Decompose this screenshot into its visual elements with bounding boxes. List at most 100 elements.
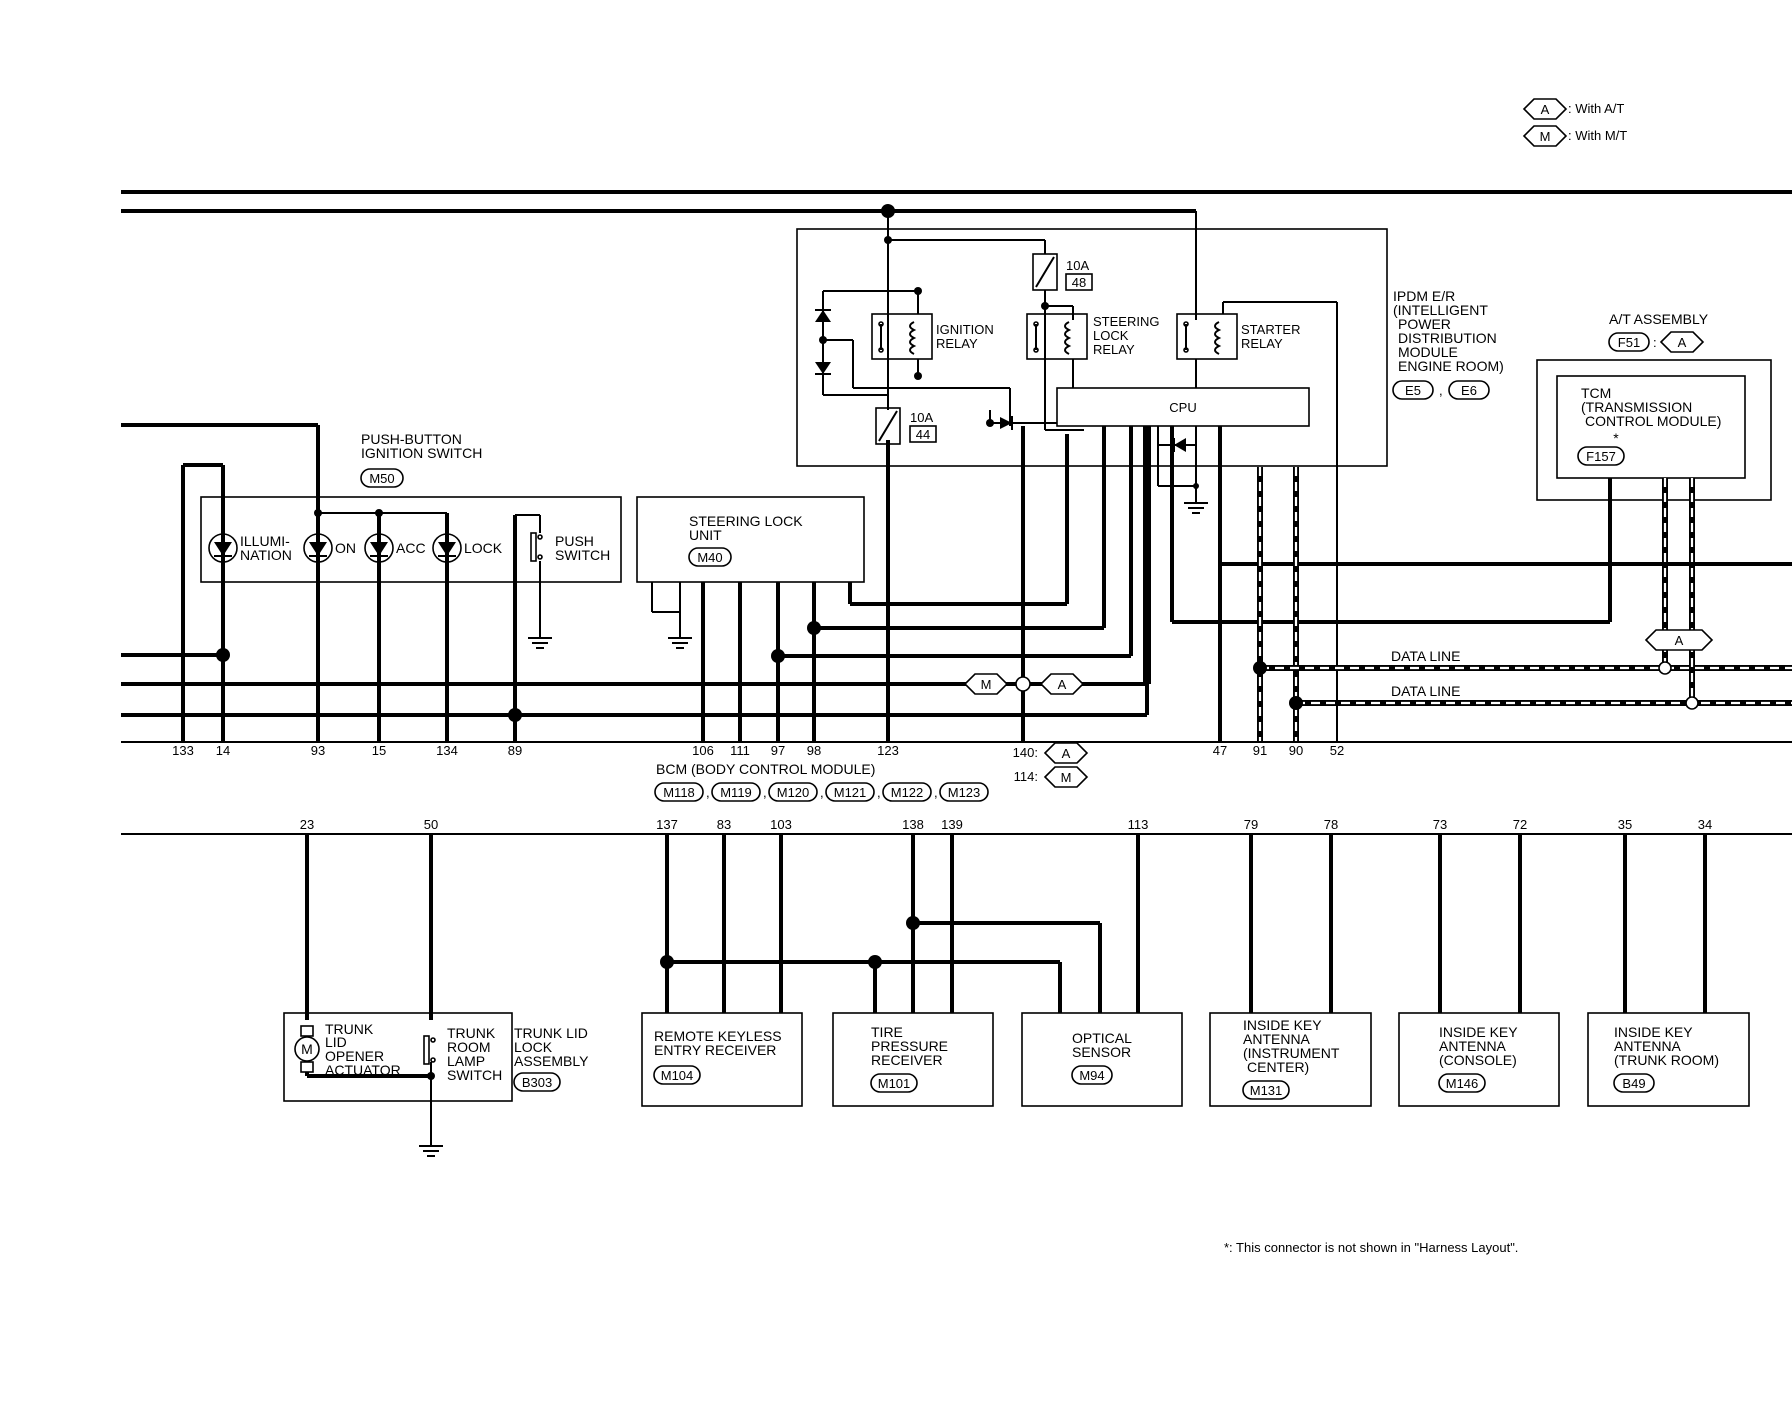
variant-tag-m-left: M [981,677,992,692]
connector-b303 [513,1072,561,1092]
bcm-pin: 52 [1330,743,1344,758]
connector-m101 [870,1073,918,1093]
ipdm-label: IPDM E/R (INTELLIGENT POWER DISTRIBUTION… [1392,288,1504,400]
inside-key-antenna-trunk-room: INSIDE KEY ANTENNA (TRUNK ROOM) B49 [1587,1012,1750,1107]
push-switch-label-2: SWITCH [555,547,610,563]
at-variant-a: A [1678,335,1687,350]
module-label: REMOTE KEYLESS [654,1028,782,1044]
bcm-pin: 34 [1698,817,1712,832]
bcm-pin: 93 [311,743,325,758]
bcm-pin: 15 [372,743,386,758]
bcm-upper: 133 14 93 15 134 89 106 111 97 98 123 47… [121,741,1792,802]
bcm-lower: 23 50 137 83 103 138 139 113 79 78 73 72… [121,817,1792,835]
connector-b49 [1613,1073,1655,1093]
module-label: ANTENNA [1614,1038,1682,1054]
bcm-pin: 73 [1433,817,1447,832]
lamp-switch-label-4: SWITCH [447,1067,502,1083]
lamp-switch-label-3: LAMP [447,1053,485,1069]
data-line-label-1: DATA LINE [1391,648,1461,664]
bcm-pin: 78 [1324,817,1338,832]
lock-label: LOCK [464,540,503,556]
ipdm-label-5: MODULE [1398,344,1458,360]
ipdm-box [796,228,1388,467]
bcm-pin: 137 [656,817,678,832]
fuse-48-num: 48 [1072,275,1086,290]
tcm-label-1: TCM [1581,385,1611,401]
connector-m119-label: M119 [720,785,752,800]
connector-m120-label: M120 [777,785,810,800]
push-button-label-1: PUSH-BUTTON [361,431,462,447]
push-button-ignition-switch: PUSH-BUTTON IGNITION SWITCH M50 ILLUMI- … [121,423,622,742]
bcm-pin: 72 [1513,817,1527,832]
bcm-upper-pins: 133 14 93 15 134 89 106 111 97 98 123 47… [172,743,1344,758]
bcm-pin: 97 [771,743,785,758]
illumination-switch: ILLUMI- NATION [208,533,292,563]
actuator-label-2: LID [325,1034,347,1050]
connector-b303-label: B303 [522,1075,552,1090]
legend-code-m: M [1540,129,1551,144]
remote-keyless-entry-receiver: REMOTE KEYLESS ENTRY RECEIVER M104 [641,1012,803,1107]
pin-note-140-variant: A [1062,746,1071,761]
bcm-pin: 111 [730,743,750,758]
connector-m122-label: M122 [891,785,924,800]
svg-text:,: , [877,785,881,800]
bcm-pin: 91 [1253,743,1267,758]
connector-m94 [1071,1065,1113,1085]
module-label: ENTRY RECEIVER [654,1042,776,1058]
module-box [641,1012,803,1107]
bcm-pin: 103 [770,817,792,832]
bcm-title: BCM (BODY CONTROL MODULE) [656,761,875,777]
module-label: CENTER) [1247,1059,1309,1075]
steering-lock-relay-label-2: LOCK [1093,328,1129,343]
fuse-48-amp: 10A [1066,258,1089,273]
legend-text-a: : With A/T [1568,101,1624,116]
pin-note-140: 140: [1013,745,1038,760]
lower-wires [305,834,1707,1020]
bcm-pin: 89 [508,743,522,758]
data-lines: A DATA LINE DATA LINE [1253,467,1792,742]
bcm-pin: 139 [941,817,963,832]
trunk-assembly-label-2: LOCK [514,1039,553,1055]
steering-lock-relay-label-3: RELAY [1093,342,1135,357]
fuse-44 [875,407,901,445]
module-box [1587,1012,1750,1107]
push-button-label-2: IGNITION SWITCH [361,445,482,461]
bcm-pin: 98 [807,743,821,758]
module-box [1398,1012,1560,1107]
at-assembly-box [1536,359,1772,501]
bcm-pin: 134 [436,743,458,758]
connector-f51 [1608,332,1650,352]
steering-lock-unit-label-1: STEERING LOCK [689,513,803,529]
footnote: *: This connector is not shown in "Harne… [1224,1240,1518,1255]
inside-key-antenna-console: INSIDE KEY ANTENNA (CONSOLE) M146 [1398,1012,1560,1107]
svg-text:,: , [820,785,824,800]
legend: A : With A/T M : With M/T [1522,98,1627,147]
ipdm-label-2: (INTELLIGENT [1393,302,1488,318]
module-label: (TRUNK ROOM) [1614,1052,1719,1068]
trunk-lid-lock-assembly: M TRUNK LID OPENER ACTUATOR TRUNK ROOM L… [283,1012,589,1157]
connector-m118 [654,782,704,802]
variant-tag-a-left: A [1058,677,1067,692]
actuator-label-3: OPENER [325,1048,384,1064]
bcm-pin: 14 [216,743,230,758]
tcm-label-3: CONTROL MODULE) [1585,413,1721,429]
connector-m121-label: M121 [834,785,867,800]
push-button-box [200,496,622,583]
svg-text:,: , [934,785,938,800]
steering-lock-relay [1026,313,1088,360]
connector-b49-label: B49 [1622,1076,1645,1091]
connector-m104 [653,1065,701,1085]
connector-e6 [1448,380,1490,400]
ignition-relay-label-1: IGNITION [936,322,994,337]
legend-tag-a [1522,98,1568,120]
on-switch: ON [303,533,356,563]
pin-note-114: 114: [1014,769,1038,784]
connector-m123 [939,782,989,802]
ipdm-cpu-label: CPU [1169,400,1196,415]
connector-m131-label: M131 [1250,1083,1283,1098]
module-label: INSIDE KEY [1243,1017,1322,1033]
power-buses [121,190,1792,320]
module-label: ANTENNA [1243,1031,1311,1047]
connector-m119 [711,782,761,802]
actuator-label-4: ACTUATOR [325,1062,401,1078]
